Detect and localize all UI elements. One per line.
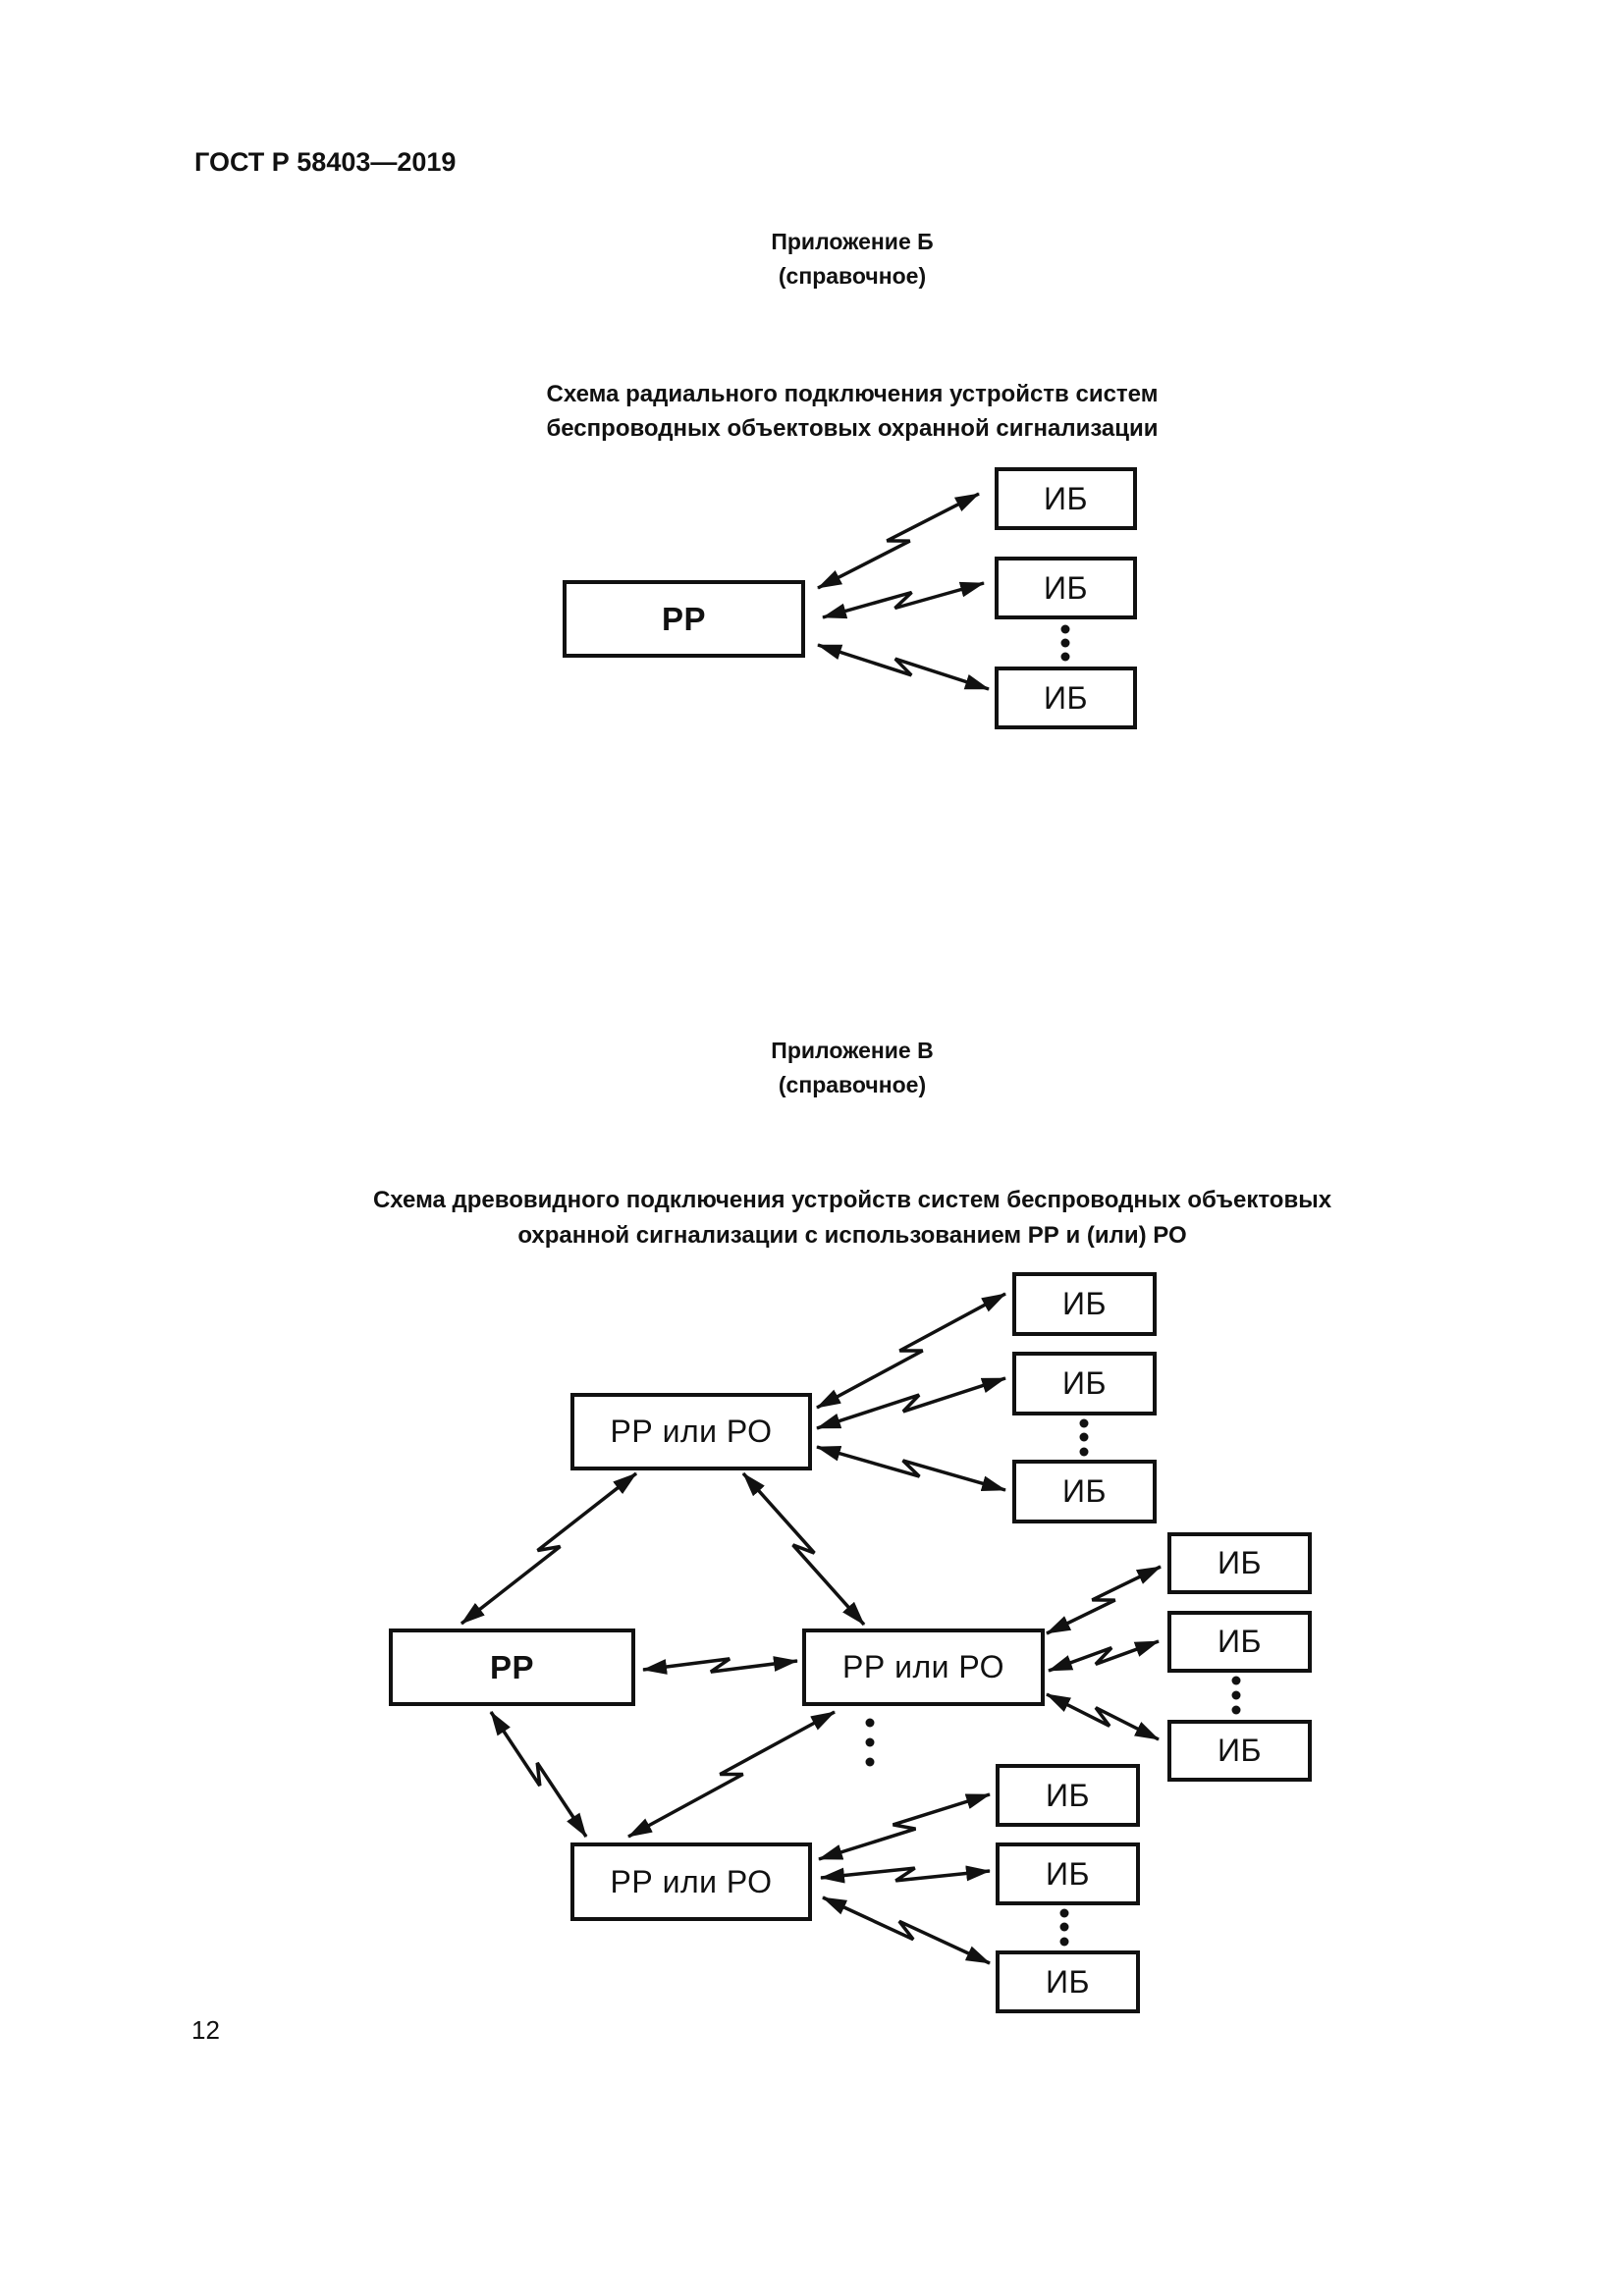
radio-link-arrow (1048, 1639, 1160, 1673)
radio-link-arrow (1046, 1692, 1160, 1741)
radio-link-arrow (822, 581, 985, 619)
node-tree-bib2: ИБ (996, 1842, 1140, 1905)
node-tree-rib1: ИБ (1167, 1532, 1312, 1594)
node-radial-ib1: ИБ (995, 467, 1137, 530)
ellipsis-dot (1059, 1922, 1069, 1932)
radio-link-arrow (817, 492, 980, 590)
ellipsis-dot (1231, 1690, 1241, 1700)
ellipsis-dot (865, 1757, 875, 1767)
node-tree-mid: РР или РО (802, 1629, 1045, 1706)
ellipsis-dot (1059, 1937, 1069, 1947)
radio-link-arrow (642, 1656, 798, 1675)
page-number: 12 (191, 2015, 220, 2045)
node-tree-bot: РР или РО (570, 1842, 812, 1921)
appendix-b-subtitle: (справочное) (778, 263, 927, 289)
diagram-2-title-line2: охранной сигнализации с использованием Р… (517, 1222, 1187, 1249)
appendix-b-section: Приложение Б (справочное) (771, 225, 933, 294)
radio-link-arrow (816, 1445, 1006, 1492)
ellipsis-dot (1079, 1447, 1089, 1457)
ellipsis-dot (865, 1718, 875, 1728)
radio-link-arrow (1046, 1565, 1162, 1635)
ellipsis-dot (865, 1737, 875, 1747)
ellipsis-dot (1060, 652, 1070, 662)
diagram-2-title-line1: Схема древовидного подключения устройств… (372, 1187, 1332, 1213)
ellipsis-dot (1079, 1418, 1089, 1428)
diagram-1-title-line1: Схема радиального подключения устройств … (546, 381, 1159, 407)
radio-link-arrow (460, 1471, 638, 1626)
node-tree-tib3: ИБ (1012, 1460, 1157, 1523)
ellipsis-dot (1060, 638, 1070, 648)
radio-link-arrow (816, 1292, 1006, 1410)
node-radial-ib3: ИБ (995, 667, 1137, 729)
node-tree-tib1: ИБ (1012, 1272, 1157, 1336)
radio-link-arrow (822, 1896, 991, 1965)
appendix-v-title: Приложение В (771, 1038, 934, 1063)
node-tree-bib3: ИБ (996, 1950, 1140, 2013)
ellipsis-dot (1231, 1676, 1241, 1685)
node-tree-bib1: ИБ (996, 1764, 1140, 1827)
radio-link-arrow (818, 1792, 991, 1861)
ellipsis-dot (1231, 1705, 1241, 1715)
node-tree-rib3: ИБ (1167, 1720, 1312, 1782)
node-tree-top: РР или РО (570, 1393, 812, 1470)
node-radial-pp: РР (563, 580, 805, 658)
radio-link-arrow (817, 643, 990, 691)
appendix-v-section: Приложение В (справочное) (771, 1034, 933, 1102)
radio-link-arrow (741, 1471, 866, 1627)
radio-link-arrow (627, 1710, 836, 1839)
node-tree-tib2: ИБ (1012, 1352, 1157, 1415)
diagram-1-title: Схема радиального подключения устройств … (546, 377, 1158, 446)
radio-link-arrow (816, 1376, 1006, 1430)
diagram-1-title-line2: беспроводных объектовых охранной сигнали… (546, 415, 1159, 442)
document-header: ГОСТ Р 58403—2019 (194, 147, 457, 177)
ellipsis-dot (1059, 1908, 1069, 1918)
node-radial-ib2: ИБ (995, 557, 1137, 619)
appendix-b-title: Приложение Б (771, 229, 934, 254)
radio-link-arrow (489, 1711, 588, 1838)
ellipsis-dot (1079, 1432, 1089, 1442)
node-tree-pp: РР (389, 1629, 635, 1706)
node-tree-rib2: ИБ (1167, 1611, 1312, 1673)
appendix-v-subtitle: (справочное) (778, 1072, 927, 1097)
radio-link-arrow (820, 1865, 991, 1884)
diagram-2-title: Схема древовидного подключения устройств… (373, 1183, 1331, 1254)
ellipsis-dot (1060, 624, 1070, 634)
